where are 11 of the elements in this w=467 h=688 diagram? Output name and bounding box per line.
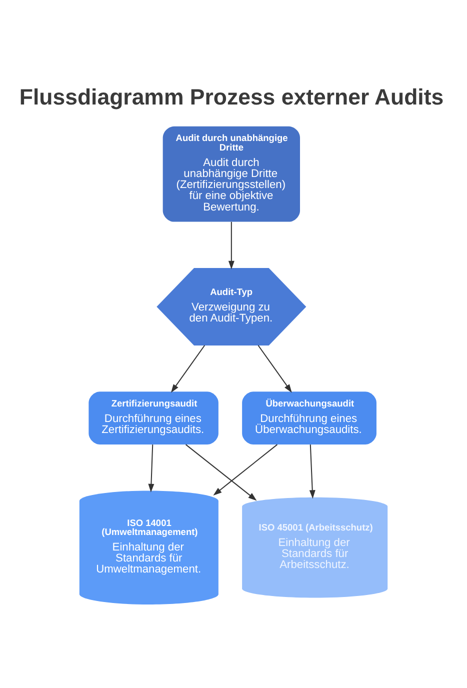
- arrow: [228, 222, 234, 270]
- arrow: [185, 444, 257, 501]
- arrow: [213, 444, 278, 496]
- node-box: Überwachungsaudit Durchführung eines Überwachungsaudits.: [242, 392, 376, 445]
- node-box: Zertifizierungsaudit Durchführung eines Zertifizierungsaudits.: [88, 392, 218, 445]
- arrow: [148, 444, 154, 492]
- arrow: [258, 345, 292, 393]
- node-box: Audit durch unabhängige Dritte Audit durch unabhängige Dritte (Zertifizierungsstellen) für eine objektive Bewertung.: [162, 126, 300, 222]
- arrow: [170, 345, 206, 393]
- arrow: [309, 444, 316, 499]
- diagram-title: Flussdiagramm Prozess externer Audits: [19, 84, 444, 110]
